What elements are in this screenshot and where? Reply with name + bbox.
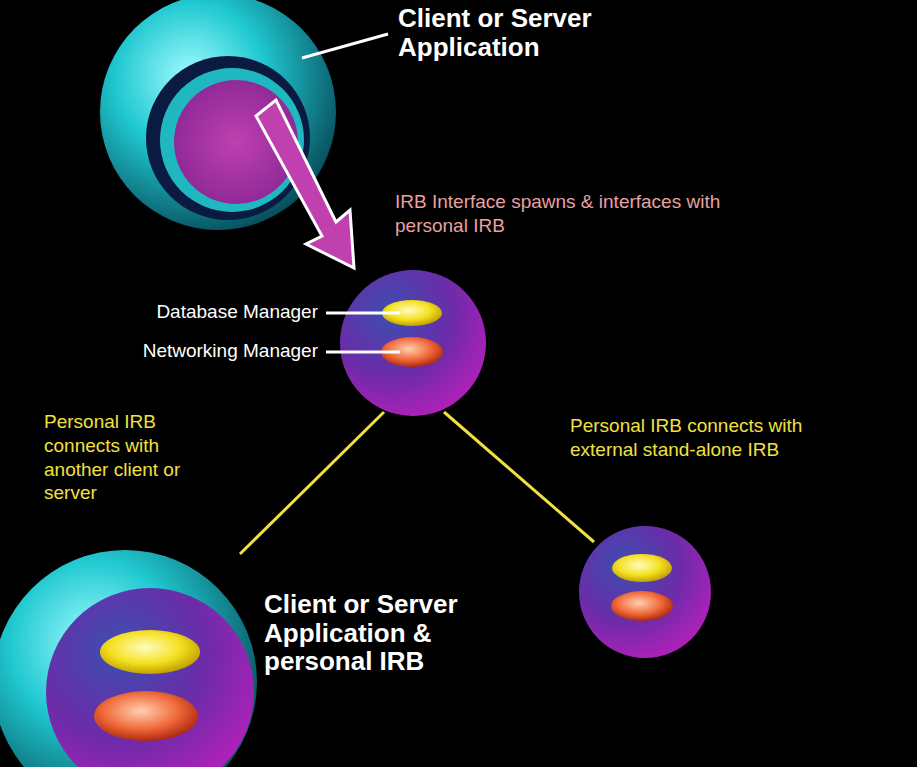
leader-line <box>326 312 400 315</box>
standalone-irb <box>579 526 711 658</box>
leader-line <box>326 351 400 354</box>
personal-irb <box>340 270 486 416</box>
application-title: Client or Server Application & personal … <box>264 590 514 676</box>
callout-note: IRB Interface spawns & interfaces with p… <box>395 190 740 238</box>
app-sphere <box>0 550 257 767</box>
application-title: Client or Server Application <box>398 4 648 61</box>
application-node: Client or Server Application & personal … <box>264 590 514 676</box>
networking-manager <box>94 691 198 741</box>
connection-line <box>240 412 384 554</box>
database-manager <box>612 554 672 582</box>
networking-manager <box>611 591 673 621</box>
part-name: Networking Manager <box>143 339 318 363</box>
database-manager <box>100 630 200 674</box>
spawn-arrow <box>256 100 354 268</box>
personal-irb <box>46 588 254 767</box>
connection-note: Personal IRB connects with another clien… <box>44 410 224 505</box>
part-name: Database Manager <box>156 300 318 324</box>
application-node: Client or Server Application <box>398 4 648 61</box>
connection-note: Personal IRB connects with external stan… <box>570 414 875 462</box>
leader-line <box>302 34 388 58</box>
